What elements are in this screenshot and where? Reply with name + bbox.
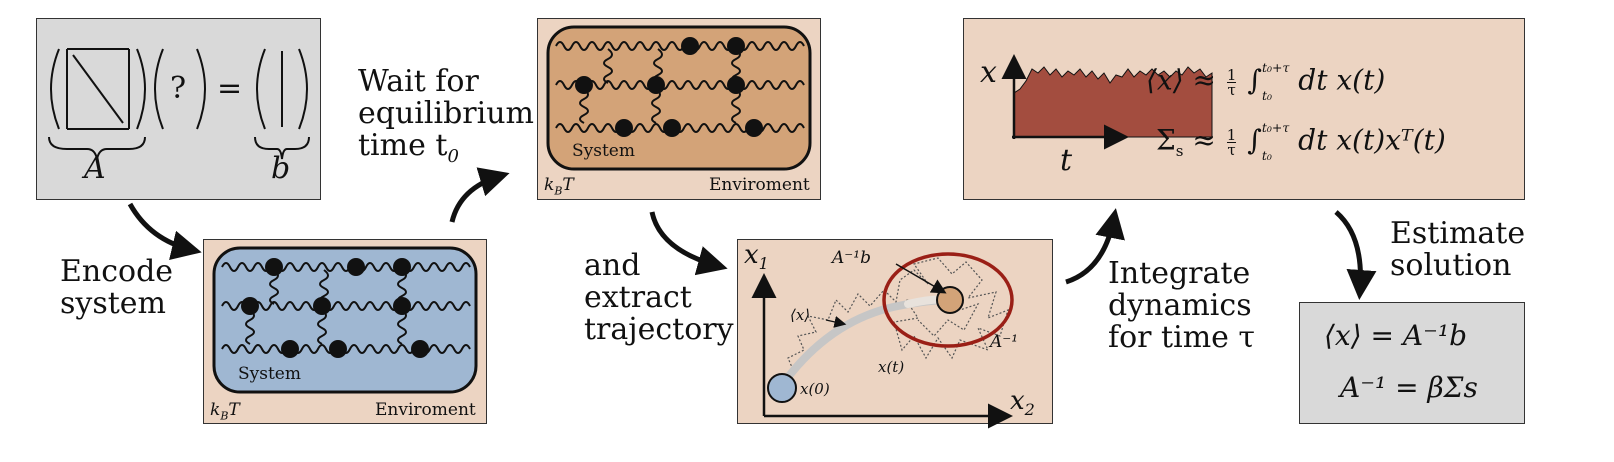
equilibrated-system-panel: System kBT Enviroment bbox=[537, 18, 821, 200]
extract-step-label: and extract trajectory bbox=[584, 248, 734, 347]
x1-axis-label: x1 bbox=[744, 240, 769, 274]
wait-step-label: Wait for equilibrium time t0 bbox=[358, 64, 534, 168]
t-axis-label: t bbox=[1060, 143, 1073, 178]
a-inv-label: A⁻¹ bbox=[990, 332, 1019, 352]
encoded-system-panel: System kBT Enviroment bbox=[203, 239, 487, 424]
vector-b-label: b bbox=[271, 151, 291, 186]
coupled-oscillator-network-brown bbox=[546, 25, 812, 171]
a-inv-b-label: A⁻¹b bbox=[832, 248, 871, 268]
matrix-a-label: A bbox=[84, 151, 106, 186]
unknown-symbol: ? bbox=[170, 71, 187, 106]
solution-inverse-equation: A⁻¹ = βΣs bbox=[1340, 371, 1478, 404]
trajectory-panel: x1 x2 A⁻¹b ⟨x⟩ A⁻¹ x(t) x(0) bbox=[737, 239, 1053, 429]
estimate-step-label: Estimate solution bbox=[1390, 216, 1526, 283]
x-axis-label: x bbox=[980, 55, 997, 90]
encode-step-label: Encode system bbox=[60, 254, 174, 321]
trajectory-plot bbox=[751, 252, 1014, 429]
integrate-step-label: Integrate dynamics for time τ bbox=[1108, 256, 1256, 355]
environment-label: Enviroment bbox=[375, 400, 476, 420]
matrix-equation-graphic bbox=[48, 48, 310, 160]
solution-mean-equation: ⟨x⟩ = A⁻¹b bbox=[1324, 319, 1468, 352]
xt-label: x(t) bbox=[878, 358, 905, 376]
arrow-estimate bbox=[1334, 210, 1377, 300]
solution-panel: ⟨x⟩ = A⁻¹b A⁻¹ = βΣs bbox=[1299, 302, 1525, 424]
x2-axis-label: x2 bbox=[1010, 386, 1035, 420]
arrow-encode bbox=[127, 202, 202, 260]
time-series-plot bbox=[1001, 54, 1213, 150]
system-label: System bbox=[572, 141, 635, 161]
arrow-integrate bbox=[1065, 208, 1125, 285]
mean-label: ⟨x⟩ bbox=[790, 306, 811, 324]
matrix-equation-panel: ? = A b bbox=[36, 18, 321, 200]
equals-symbol: = bbox=[217, 71, 243, 106]
arrow-wait bbox=[449, 167, 510, 223]
kbt-label: kBT bbox=[210, 400, 240, 423]
coupled-oscillator-network-blue bbox=[212, 246, 478, 394]
x0-label: x(0) bbox=[800, 380, 830, 398]
kbt-label: kBT bbox=[544, 175, 574, 198]
system-label: System bbox=[238, 364, 301, 384]
environment-label: Enviroment bbox=[709, 175, 810, 195]
